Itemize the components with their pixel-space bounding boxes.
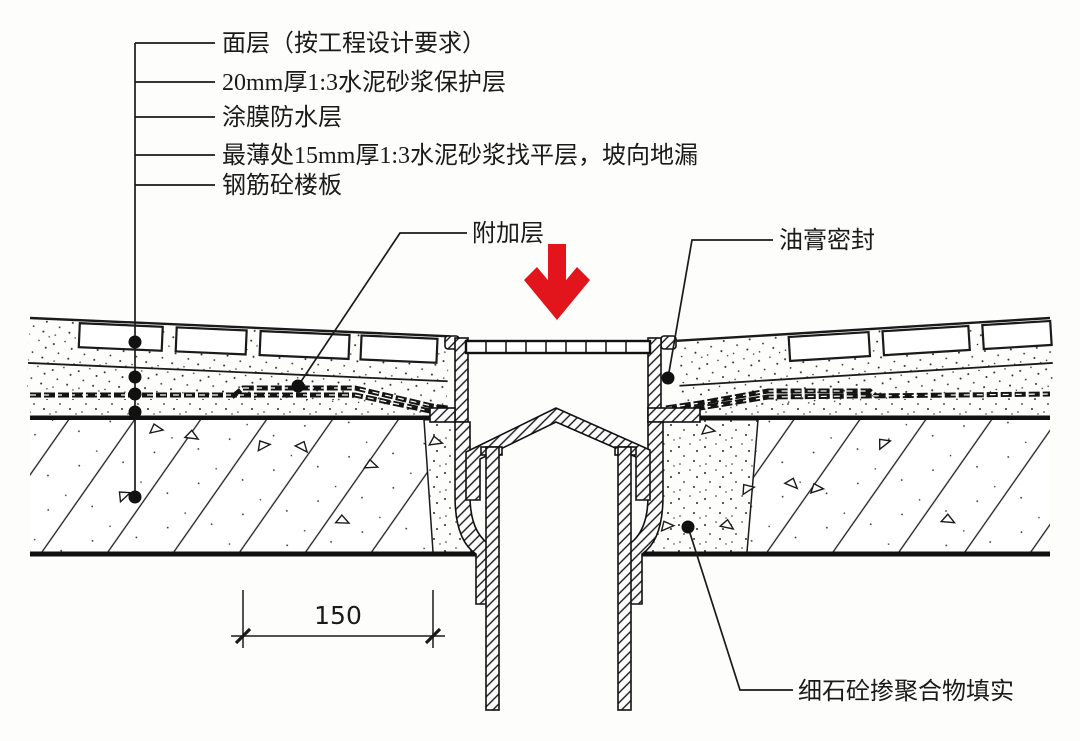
outlet-pipe-wall-right xyxy=(617,446,632,711)
backfill-label: 细石砼掺聚合物填实 xyxy=(798,678,1014,705)
callout-surface-layer: 面层（按工程设计要求） xyxy=(222,30,486,57)
dimension-value: 150 xyxy=(314,601,362,630)
callout-rc-slab: 钢筋砼楼板 xyxy=(222,172,342,199)
callout-leveling-layer: 最薄处15mm厚1:3水泥砂浆找平层，坡向地漏 xyxy=(222,142,698,169)
floor-tiles-left xyxy=(77,322,439,364)
tile xyxy=(77,322,164,352)
callout-leaders xyxy=(134,42,793,691)
drain-bowl-left-wall xyxy=(454,421,493,605)
dimension-150 xyxy=(231,590,445,648)
rc-slab-right xyxy=(747,420,1050,552)
floor-surface-line-right xyxy=(676,316,1051,343)
protective-layer-line-right xyxy=(679,362,1053,387)
outlet-pipe-wall-left xyxy=(485,446,500,711)
water-seal-bell xyxy=(465,407,651,501)
mastic-seal-leader xyxy=(667,239,773,379)
grate-slots xyxy=(485,342,627,352)
tile xyxy=(359,334,439,364)
protective-layer-line-left xyxy=(27,362,448,383)
dimension-tick-right xyxy=(424,627,442,645)
dimension-tick-left xyxy=(234,627,252,645)
callout-waterproof-layer: 涂膜防水层 xyxy=(222,104,342,131)
floor-tiles-right xyxy=(787,319,1053,363)
drain-bowl-right-wall xyxy=(625,421,664,605)
floor-drain-body xyxy=(429,335,701,711)
polymer-backfill-right xyxy=(642,420,758,552)
tile xyxy=(258,329,351,361)
tile xyxy=(881,324,971,357)
membrane-texture xyxy=(665,390,870,409)
leveling-screed-right xyxy=(666,398,1050,417)
layer-callout-labels: 面层（按工程设计要求） 20mm厚1:3水泥砂浆保护层 涂膜防水层 最薄处15m… xyxy=(222,30,698,199)
leader-dots xyxy=(128,335,695,534)
aggregate-triangles xyxy=(118,422,957,533)
backfill-leader xyxy=(687,526,793,691)
drain-clamp-flange-left xyxy=(429,407,456,423)
polymer-backfill-left xyxy=(424,420,476,554)
mastic-seal-label: 油膏密封 xyxy=(779,227,875,254)
rc-slab-left xyxy=(30,420,433,552)
additional-layer-leader xyxy=(297,232,467,387)
tile xyxy=(981,319,1053,351)
tile xyxy=(174,326,248,356)
drain-grate xyxy=(464,339,652,355)
arrow-stem xyxy=(548,244,566,298)
drain-clamp-flange-right xyxy=(647,407,701,423)
tile xyxy=(787,330,872,363)
arrow-head xyxy=(524,267,590,320)
water-flow-arrow xyxy=(524,244,590,320)
additional-layer-left xyxy=(230,385,449,411)
callout-protective-layer: 20mm厚1:3水泥砂浆保护层 xyxy=(222,69,506,96)
additional-layer-label: 附加层 xyxy=(472,220,544,247)
floor-surface-line-left xyxy=(29,316,450,338)
additional-layer-right xyxy=(665,388,878,411)
